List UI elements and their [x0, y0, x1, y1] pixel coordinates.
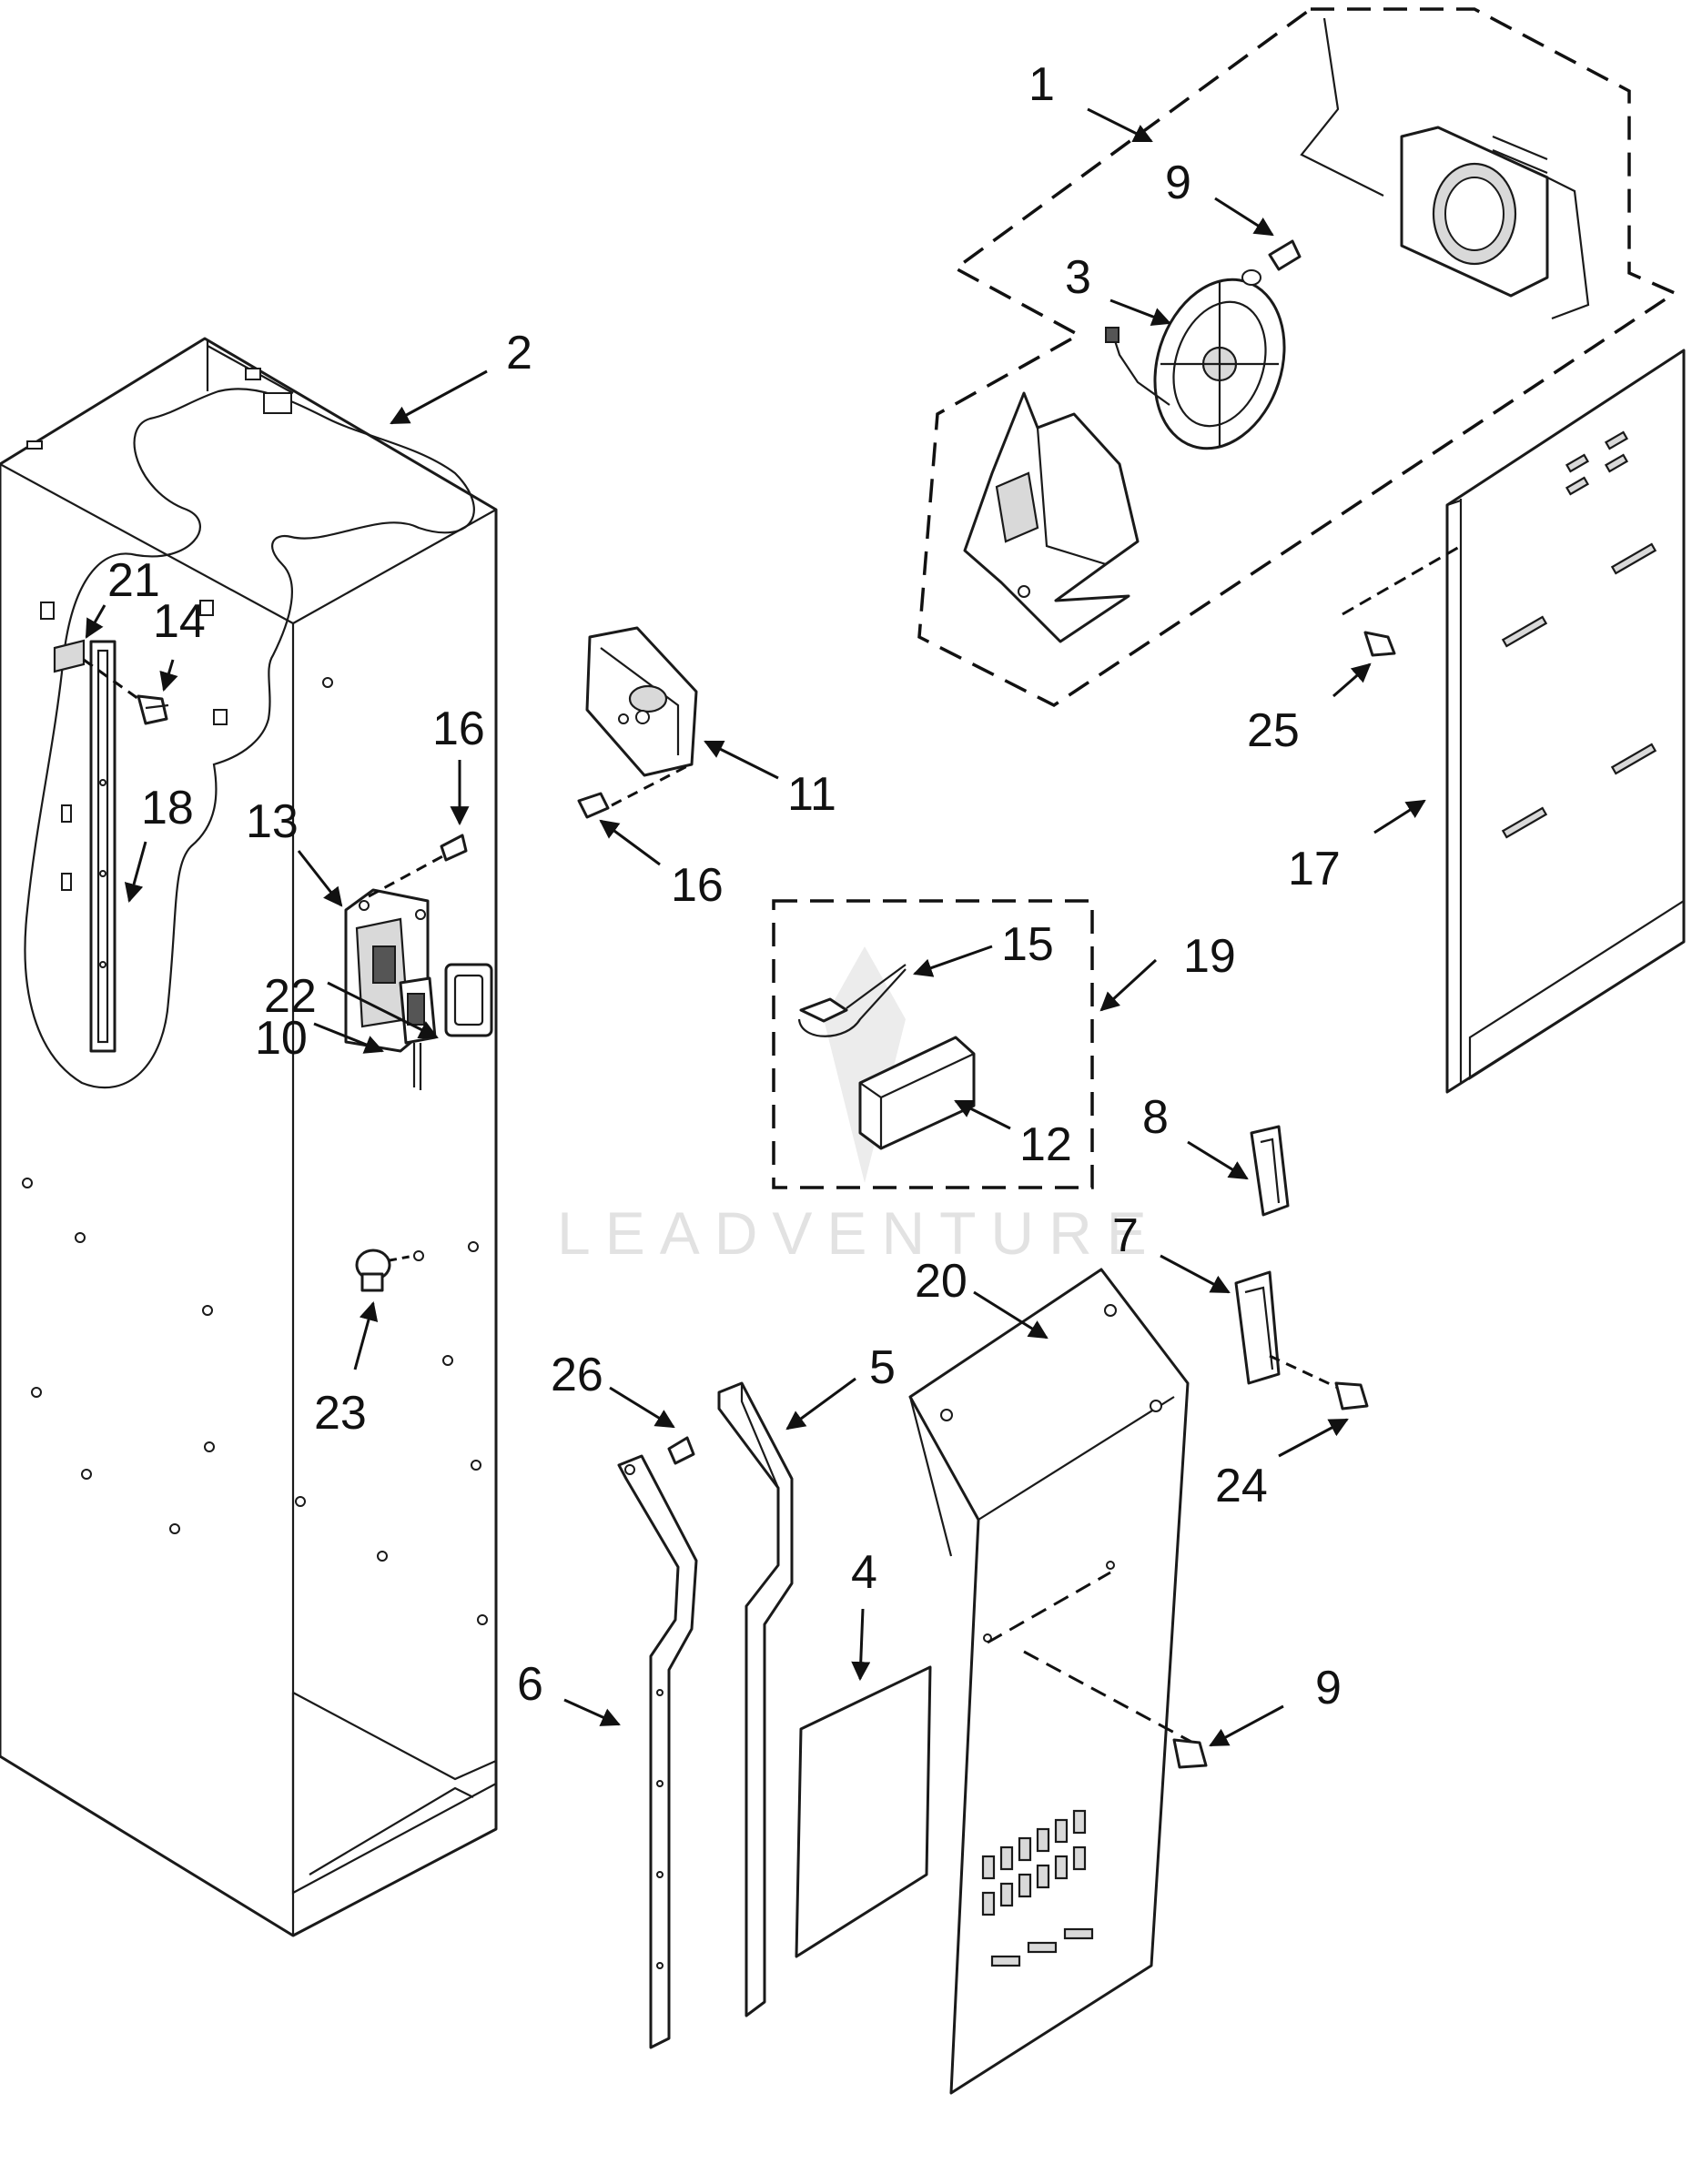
liner-screw-holes — [22, 677, 488, 1625]
callout-9-lower: 9 — [1315, 1662, 1342, 1714]
callout-14: 14 — [153, 595, 206, 648]
callout-19: 19 — [1183, 930, 1236, 983]
part-25-screw — [1342, 544, 1462, 657]
callout-13: 13 — [246, 795, 299, 848]
part-23-plug — [355, 1249, 424, 1292]
part-20-back-panel — [908, 1268, 1202, 2095]
part-24-screw — [1334, 1381, 1369, 1410]
part-22-gasket — [444, 963, 493, 1037]
callout-17: 17 — [1288, 843, 1341, 895]
part-18-rail — [89, 640, 117, 1053]
callout-22: 22 — [264, 970, 317, 1023]
callout-5: 5 — [869, 1341, 896, 1394]
callout-15: 15 — [1001, 918, 1054, 971]
callout-18: 18 — [141, 782, 194, 834]
watermark: LEADVENTURE — [557, 946, 1161, 1267]
callout-6: 6 — [517, 1658, 543, 1711]
leader-arrows — [85, 107, 1426, 1747]
callout-3: 3 — [1065, 251, 1091, 304]
part-9-screw-upper — [1241, 239, 1302, 286]
callout-26: 26 — [551, 1349, 603, 1401]
part-26-screw — [667, 1436, 695, 1465]
part-3-fan-motor — [1105, 278, 1286, 450]
part-air-duct — [963, 391, 1140, 643]
part-16-screw-upper — [368, 834, 468, 898]
callout-1: 1 — [1028, 58, 1055, 111]
part-6-bracket-rail — [617, 1454, 698, 2049]
part-5-foam-strip — [717, 1381, 794, 2017]
part-15-harness — [797, 964, 907, 1037]
part-1-fan-assembly-boundary — [917, 7, 1678, 708]
part-19-kit-boundary — [772, 899, 1094, 1189]
callout-11: 11 — [787, 768, 836, 821]
part-7-clip — [1234, 1270, 1339, 1390]
cabinet-liner — [0, 337, 498, 1937]
part-4-insulation — [795, 1665, 932, 1958]
part-11-switch — [585, 626, 698, 777]
callout-16-lower: 16 — [671, 859, 724, 912]
part-16-screw-lower — [577, 764, 688, 819]
callout-8: 8 — [1142, 1091, 1169, 1144]
callout-10: 10 — [255, 1012, 308, 1065]
callout-21: 21 — [107, 554, 160, 607]
callout-24: 24 — [1215, 1460, 1268, 1512]
part-8-clip — [1250, 1125, 1290, 1217]
callout-12: 12 — [1019, 1118, 1072, 1171]
callout-20: 20 — [915, 1255, 968, 1308]
part-14-screw — [83, 658, 169, 725]
callout-4: 4 — [851, 1546, 877, 1599]
callout-9-upper: 9 — [1165, 157, 1191, 209]
part-9-screw-lower — [1172, 1738, 1208, 1769]
callout-23: 23 — [314, 1387, 367, 1440]
callout-2: 2 — [506, 327, 532, 379]
part-17-rear-panel — [1445, 349, 1686, 1094]
part-21-bracket — [53, 639, 86, 673]
callout-7: 7 — [1112, 1209, 1139, 1262]
callout-25: 25 — [1247, 704, 1300, 757]
part-fan-shroud — [1300, 17, 1590, 320]
watermark-text: LEADVENTURE — [557, 1199, 1161, 1267]
callout-labels: 1 9 3 2 21 14 16 18 13 11 16 25 17 15 19… — [107, 58, 1342, 1714]
back-panel-vents — [981, 1809, 1094, 1967]
callout-16-upper: 16 — [432, 703, 485, 755]
